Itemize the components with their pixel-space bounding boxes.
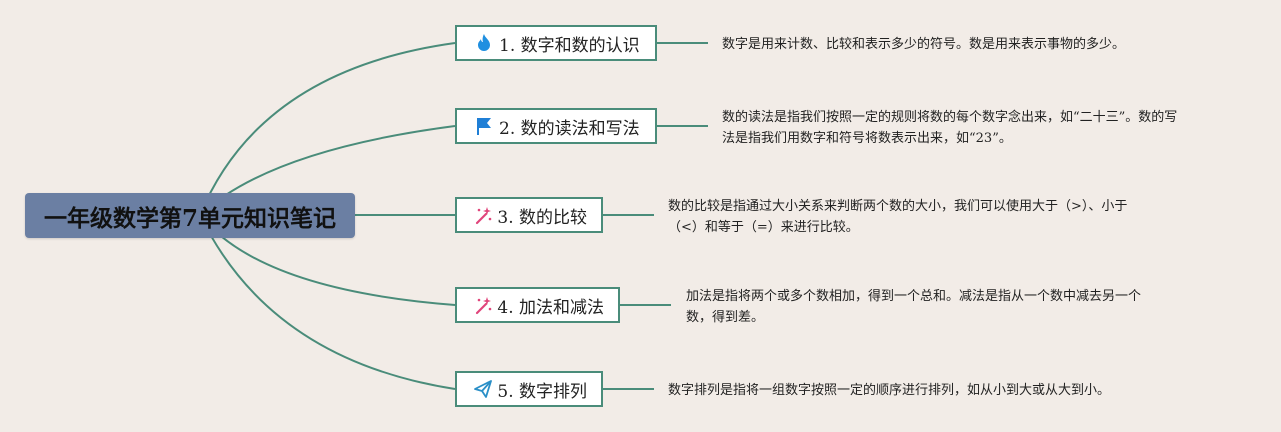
topic-1-description: 数字是用来计数、比较和表示多少的符号。数是用来表示事物的多少。 [722,34,1125,55]
paper-plane-icon [473,378,493,400]
description-line: 数，得到差。 [686,310,765,325]
topic-1[interactable]: 1. 数字和数的认识 [455,25,657,61]
topic-4-description: 加法是指将两个或多个数相加，得到一个总和。减法是指从一个数中减去另一个 数，得到… [686,286,1141,328]
topic-3-description: 数的比较是指通过大小关系来判断两个数的大小，我们可以使用大于（>）、小于 （<）… [668,196,1127,238]
flag-icon [473,115,495,137]
topic-2-label: 2. 数的读法和写法 [499,118,640,139]
topic-5-description: 数字排列是指将一组数字按照一定的顺序进行排列，如从小到大或从大到小。 [668,380,1110,401]
central-topic-title: 一年级数学第7单元知识笔记 [43,204,336,232]
topic-4-label: 4. 加法和减法 [497,297,604,318]
flame-icon [473,32,495,54]
topic-3[interactable]: 3. 数的比较 [455,197,603,233]
description-line: 数的比较是指通过大小关系来判断两个数的大小，我们可以使用大于（>）、小于 [668,199,1128,214]
description-line: 数的读法是指我们按照一定的规则将数的每个数字念出来，如“二十三”。数的写 [722,110,1178,125]
topic-2[interactable]: 2. 数的读法和写法 [455,108,657,144]
topic-2-description: 数的读法是指我们按照一定的规则将数的每个数字念出来，如“二十三”。数的写 法是指… [722,107,1177,149]
central-topic[interactable]: 一年级数学第7单元知识笔记 [25,193,355,238]
description-line: （<）和等于（=）来进行比较。 [668,220,859,235]
magic-wand-icon [473,294,493,316]
description-line: 数字是用来计数、比较和表示多少的符号。数是用来表示事物的多少。 [722,37,1126,52]
description-line: 数字排列是指将一组数字按照一定的顺序进行排列，如从小到大或从大到小。 [668,383,1111,398]
branch-line-5 [199,214,456,390]
branch-line-1 [198,42,456,216]
topic-1-label: 1. 数字和数的认识 [499,35,640,56]
description-line: 加法是指将两个或多个数相加，得到一个总和。减法是指从一个数中减去另一个 [686,289,1142,304]
topic-3-label: 3. 数的比较 [497,207,587,228]
magic-wand-icon [473,204,493,226]
topic-4[interactable]: 4. 加法和减法 [455,287,620,323]
topic-5-label: 5. 数字排列 [497,381,587,402]
topic-5[interactable]: 5. 数字排列 [455,371,603,407]
description-line: 法是指我们用数字和符号将数表示出来，如“23”。 [722,131,1012,146]
